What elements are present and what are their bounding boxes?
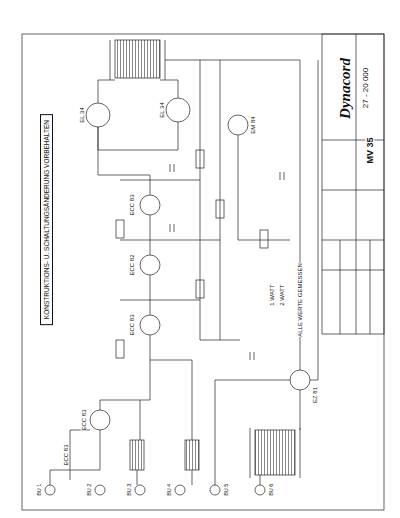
part-label: BU 2 — [87, 484, 93, 496]
part-label: EL 34 — [79, 107, 85, 122]
tube-symbol — [228, 115, 248, 135]
part-label: ALLE WERTE GEMESSEN — [297, 263, 303, 337]
part-label: BU 5 — [224, 484, 230, 496]
capacitor-symbol — [170, 164, 284, 360]
part-label: BU 3 — [127, 484, 133, 496]
part-label: 2 WATT — [279, 284, 285, 305]
note-text: KONSTRUKTIONS- U. SCHALTUNGSÄNDERUNG VOR… — [43, 120, 50, 319]
input-transformer — [130, 440, 144, 470]
wire — [50, 60, 318, 485]
part-label: EZ 81 — [312, 387, 318, 403]
title-block — [322, 34, 384, 334]
part-label: 1 WATT — [269, 284, 275, 305]
part-label: EM 84 — [250, 116, 256, 133]
tube-symbol — [140, 255, 160, 275]
input-transformer — [185, 440, 199, 470]
tube-symbol — [290, 370, 310, 390]
page-border — [22, 34, 384, 510]
tube-symbol — [86, 103, 110, 127]
part-label: ECC 83 — [129, 314, 135, 335]
part-label: BU 1 — [37, 484, 43, 496]
mains-transformer — [250, 428, 300, 478]
part-label: ECC 83 — [81, 409, 87, 430]
tube-symbol — [140, 195, 160, 215]
tube-symbol — [166, 98, 190, 122]
note-box: KONSTRUKTIONS- U. SCHALTUNGSÄNDERUNG VOR… — [40, 114, 53, 325]
part-label: EL 34 — [159, 102, 165, 117]
part-label: BU 6 — [269, 484, 275, 496]
part-label: ECC 83 — [129, 194, 135, 215]
input-jack — [45, 485, 265, 495]
part-label: ECC 83 — [63, 444, 69, 465]
output-transformer — [110, 40, 165, 80]
part-label: 27 - 20 000 — [362, 68, 370, 108]
part-label: MV 35 — [365, 137, 374, 163]
part-label: ECC 82 — [129, 254, 135, 275]
tube-symbol — [90, 410, 110, 430]
part-label: BU 4 — [167, 484, 173, 496]
brand-name: Dynacord — [337, 58, 352, 119]
tube-symbol — [140, 315, 160, 335]
resistor-symbol — [116, 150, 268, 358]
